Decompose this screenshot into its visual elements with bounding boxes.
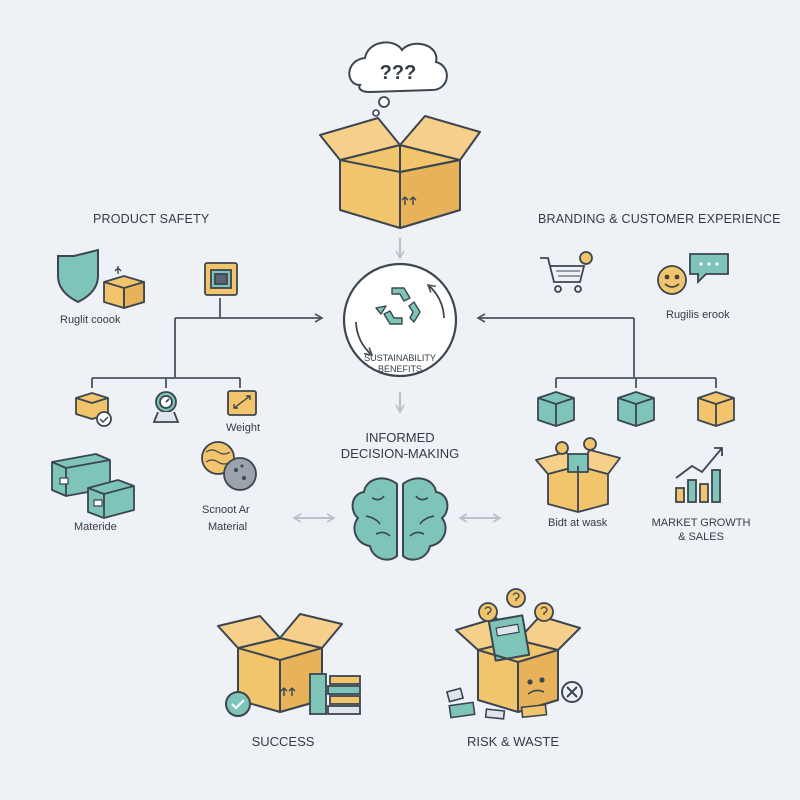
unbox-label: Bidt at wask: [548, 517, 608, 529]
materials-label: Materide: [74, 521, 117, 533]
branding-heading: BRANDING & CUSTOMER EXPERIENCE: [538, 212, 781, 226]
safety-box-icon: [103, 266, 145, 309]
product-safety-heading: PRODUCT SAFETY: [93, 212, 210, 226]
left-tree-lines: [91, 298, 324, 388]
shield-icon: [57, 248, 99, 304]
brain-icon: [351, 477, 449, 561]
checkmark-circle-icon: [225, 691, 251, 717]
decision-title-line1: INFORMED: [365, 430, 435, 445]
risk-box-icon: [455, 614, 581, 713]
sustainability-title-line1: SUSTAINABILITY: [364, 353, 436, 363]
x-circle-icon: [561, 681, 583, 703]
growth-label-line2: & SALES: [678, 531, 724, 543]
risk-waste-label: RISK & WASTE: [467, 734, 559, 749]
waste-debris-icon: [445, 687, 548, 720]
recycle-icon: [375, 287, 421, 325]
teal-box-icon-2: [617, 391, 655, 427]
sensor-label-line2: Material: [208, 521, 248, 533]
branding-sublabel: Rugilis erook: [666, 309, 730, 321]
shopping-cart-icon: [540, 251, 593, 293]
question-bubbles-icon: [478, 588, 554, 622]
weight-tag-icon: [227, 390, 257, 416]
unbox-question-icon: [535, 437, 621, 513]
scale-icon: [152, 391, 180, 423]
growth-label-line1: MARKET GROWTH: [651, 517, 751, 529]
right-tree-lines: [476, 313, 717, 388]
teal-box-icon-1: [537, 391, 575, 427]
open-box-icon: [319, 115, 481, 229]
sustainability-title-line2: BENEFITS: [377, 364, 423, 374]
growth-chart-icon: [675, 447, 723, 503]
smiley-icon: [657, 265, 687, 295]
yellow-box-icon: [697, 391, 735, 427]
small-box-check-icon: [75, 392, 112, 427]
package-scan-icon: [204, 262, 238, 296]
thought-bubble-text: ???: [379, 62, 417, 84]
chat-bubble-icon: [689, 253, 729, 285]
decision-title-line2: DECISION-MAKING: [340, 446, 460, 461]
materials-boxes-icon: [51, 453, 135, 519]
book-stack-icon: [309, 673, 361, 715]
success-label: SUCCESS: [251, 734, 315, 749]
weight-label: Weight: [226, 422, 261, 434]
sensor-label-line1: Scnoot Ar: [202, 504, 250, 516]
thought-bubble-icon: [348, 41, 448, 117]
material-sample-icon: [201, 441, 257, 491]
product-safety-sublabel: Ruglit coook: [60, 314, 121, 326]
